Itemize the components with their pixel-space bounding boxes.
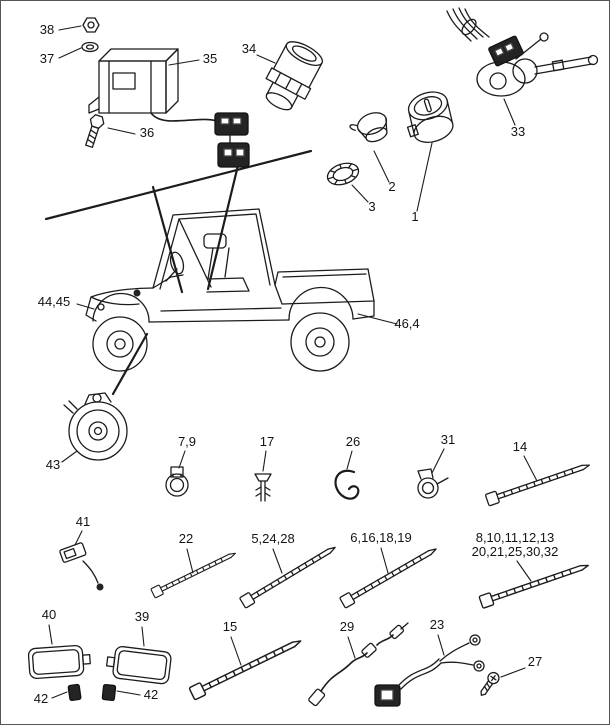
callout-29: 29 [340, 619, 354, 634]
callout-1: 1 [411, 209, 418, 224]
part-reflector-40 [27, 644, 91, 680]
part-cable [308, 622, 409, 707]
part-reflector-39 [105, 645, 172, 685]
part-band-clamp [165, 466, 189, 497]
callout-26: 26 [346, 434, 360, 449]
callout-5-24-28: 5,24,28 [251, 531, 294, 546]
part-cable-tie-14 [484, 458, 592, 507]
callout-46-4: 46,4 [394, 316, 419, 331]
part-ring [326, 162, 360, 186]
callout-38: 38 [40, 22, 54, 37]
callout-35: 35 [203, 51, 217, 66]
callout-44-45: 44,45 [38, 294, 71, 309]
part-retaining-clip-a [67, 683, 82, 702]
callout-39: 39 [135, 609, 149, 624]
callout-14: 14 [513, 439, 527, 454]
part-cable-tie-15 [188, 634, 305, 701]
part-horn [63, 392, 128, 461]
callout-8-10-11-12-13: 8,10,11,12,13 [476, 530, 555, 545]
part-relay-assembly [88, 48, 250, 168]
callout-31: 31 [441, 432, 455, 447]
callout-6-16-18-19: 6,16,18,19 [350, 530, 411, 545]
callout-22: 22 [179, 531, 193, 546]
part-washer [81, 41, 99, 53]
part-lead-terminal [59, 542, 104, 591]
callout-3: 3 [368, 199, 375, 214]
callout-42-left: 42 [34, 691, 48, 706]
callout-labels: 38 37 35 36 34 33 2 3 1 44,45 46,4 43 7,… [34, 22, 559, 706]
part-cable-tie-5-24-28 [238, 541, 339, 609]
part-retaining-clip-b [101, 683, 117, 702]
part-key-switch [406, 91, 454, 143]
part-switch-cap [349, 112, 388, 143]
callout-17: 17 [260, 434, 274, 449]
part-handlebar-switch-assembly [446, 7, 599, 97]
callout-15: 15 [223, 619, 237, 634]
part-cable-tie-8-group [478, 558, 591, 610]
callout-42-right: 42 [144, 687, 158, 702]
callout-43: 43 [46, 457, 60, 472]
part-nut [82, 17, 100, 33]
part-bolt [85, 114, 105, 148]
part-lead-wire [374, 634, 485, 707]
part-wire-clamp [417, 468, 449, 499]
callout-37: 37 [40, 51, 54, 66]
callout-36: 36 [140, 125, 154, 140]
part-sensor-switch [265, 41, 324, 111]
callout-33: 33 [511, 124, 525, 139]
part-cable-tie-6-16-18-19 [338, 543, 440, 609]
leader-lines [44, 25, 538, 699]
callout-20-21-25-30-32: 20,21,25,30,32 [472, 544, 559, 559]
part-push-clip [254, 473, 272, 502]
callout-41: 41 [76, 514, 90, 529]
part-hook-clip [334, 469, 360, 500]
part-screw [480, 671, 500, 696]
part-cable-tie-22 [150, 548, 239, 599]
callout-40: 40 [42, 607, 56, 622]
callout-23: 23 [430, 617, 444, 632]
callout-27: 27 [528, 654, 542, 669]
vehicle-illustration [85, 208, 375, 372]
callout-2: 2 [388, 179, 395, 194]
callout-7-9: 7,9 [178, 434, 196, 449]
callout-34: 34 [242, 41, 256, 56]
